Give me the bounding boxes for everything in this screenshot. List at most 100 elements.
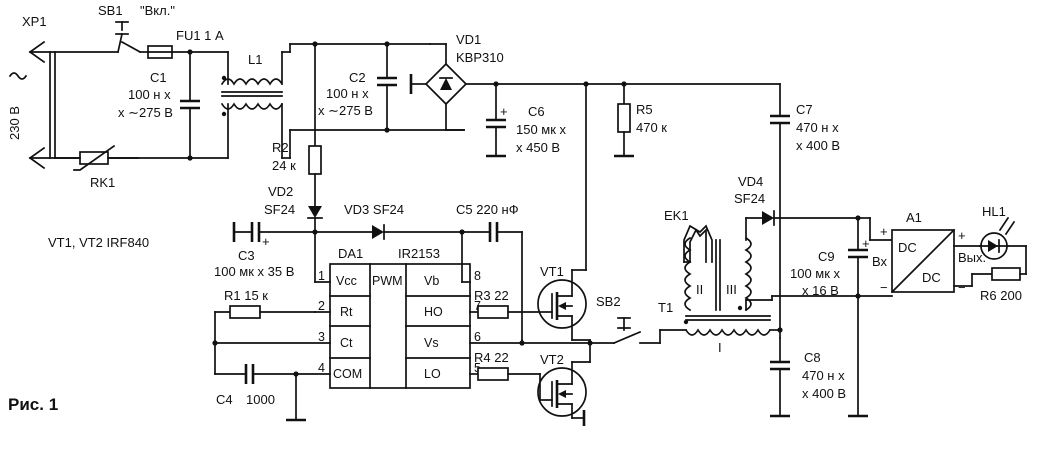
mains-plug-xp1 <box>28 40 119 170</box>
inductor-l1 <box>220 51 284 159</box>
c7-label: C7 <box>796 102 813 117</box>
switch-sb2 <box>589 317 687 345</box>
pin-vb-label: Vb <box>424 274 439 288</box>
diode-vd4 <box>745 210 859 241</box>
resistor-r6 <box>953 267 1027 287</box>
c2-value1: 100 н х <box>326 86 369 101</box>
c4-label: C4 <box>216 392 233 407</box>
pin-vcc-label: Vcc <box>336 274 357 288</box>
c7-value1: 470 н х <box>796 120 839 135</box>
c8-value1: 470 н х <box>802 368 845 383</box>
r2-value: 24 к <box>272 158 296 173</box>
c7-value2: х 400 В <box>796 138 840 153</box>
mosfet-vt2 <box>537 339 591 426</box>
vd1-label: VD1 <box>456 32 481 47</box>
vd2-label: VD2 <box>268 184 293 199</box>
dcdc-out-label: DC <box>922 270 941 285</box>
pin-3-number: 3 <box>318 330 325 344</box>
r4-label: R4 22 <box>474 350 509 365</box>
winding-iii-label: III <box>726 282 737 297</box>
r1-label: R1 15 к <box>224 288 268 303</box>
capacitor-c2 <box>377 43 397 131</box>
mosfet-vt1 <box>537 83 591 341</box>
c3-label: C3 <box>238 248 255 263</box>
c6-value2: х 450 В <box>516 140 560 155</box>
c3-value: 100 мк х 35 В <box>214 264 294 279</box>
capacitor-c3 <box>232 222 316 242</box>
switch-sb1 <box>115 21 142 54</box>
rk1-label: RK1 <box>90 175 115 190</box>
c3-plus: + <box>262 234 270 249</box>
r3-label: R3 22 <box>474 288 509 303</box>
a1-in-plus: + <box>880 224 888 239</box>
pin-8-number: 8 <box>474 269 481 283</box>
capacitor-c7 <box>770 83 790 339</box>
capacitor-c8 <box>770 337 790 418</box>
dcdc-converter-a1 <box>890 228 956 294</box>
vd1-type: KBP310 <box>456 50 504 65</box>
c4-value: 1000 <box>246 392 275 407</box>
c6-label: C6 <box>528 104 545 119</box>
resistor-r3 <box>477 305 509 319</box>
vd2-type: SF24 <box>264 202 295 217</box>
resistor-r5 <box>614 83 634 158</box>
hl1-label: HL1 <box>982 204 1006 219</box>
c6-plus: + <box>500 104 508 119</box>
r5-value: 470 к <box>636 120 667 135</box>
c9-plus: + <box>862 236 870 251</box>
da1-type: IR2153 <box>398 246 440 261</box>
c8-label: C8 <box>804 350 821 365</box>
pin-ct-label: Ct <box>340 336 353 350</box>
pin-lo-label: LO <box>424 367 441 381</box>
pin-vs-label: Vs <box>424 336 439 350</box>
pin-rt-label: Rt <box>340 305 353 319</box>
a1-out-label: Вых. <box>958 250 986 265</box>
pwm-label: PWM <box>372 274 403 288</box>
pin-4-number: 4 <box>318 361 325 375</box>
vd3-label: VD3 SF24 <box>344 202 404 217</box>
pin-ho-label: HO <box>424 305 443 319</box>
winding-i-label: I <box>718 340 722 355</box>
a1-out-plus: + <box>958 228 966 243</box>
t1-label: T1 <box>658 300 673 315</box>
vt1-label: VT1 <box>540 264 564 279</box>
c1-label: C1 <box>150 70 167 85</box>
pin-1-number: 1 <box>318 269 325 283</box>
capacitor-c1 <box>180 51 200 159</box>
a1-label: A1 <box>906 210 922 225</box>
vt2-label: VT2 <box>540 352 564 367</box>
a1-in-minus: − <box>880 280 888 295</box>
c8-value2: х 400 В <box>802 386 846 401</box>
sb1-label: SB1 <box>98 3 123 18</box>
capacitor-c9 <box>771 217 893 418</box>
c6-value1: 150 мк х <box>516 122 567 137</box>
pin-com-label: COM <box>333 367 362 381</box>
c2-label: C2 <box>349 70 366 85</box>
c1-value2: х ∼275 В <box>118 105 173 120</box>
sb2-label: SB2 <box>596 294 621 309</box>
vd4-type: SF24 <box>734 191 765 206</box>
r6-label: R6 200 <box>980 288 1022 303</box>
capacitor-c4 <box>214 364 306 422</box>
sb1-caption: "Вкл." <box>140 3 175 18</box>
figure-caption: Рис. 1 <box>8 395 58 414</box>
a1-in-label: Вх <box>872 254 888 269</box>
c1-value1: 100 н х <box>128 87 171 102</box>
diode-vd3 <box>314 224 491 240</box>
ek1-label: EK1 <box>664 208 689 223</box>
pin-2-number: 2 <box>318 299 325 313</box>
c9-label: C9 <box>818 249 835 264</box>
ac-symbol <box>8 72 28 80</box>
ic-da1 <box>329 263 471 389</box>
da1-label: DA1 <box>338 246 363 261</box>
c9-value1: 100 мк х <box>790 266 841 281</box>
c5-label: C5 220 нФ <box>456 202 519 217</box>
resistor-r4 <box>477 367 509 381</box>
diode-vd2 <box>307 206 323 283</box>
capacitor-c6 <box>486 83 506 158</box>
pin-6-number: 6 <box>474 330 481 344</box>
capacitor-c5 <box>488 222 523 341</box>
fu1-label: FU1 1 А <box>176 28 224 43</box>
heater-ek1 <box>683 224 713 263</box>
